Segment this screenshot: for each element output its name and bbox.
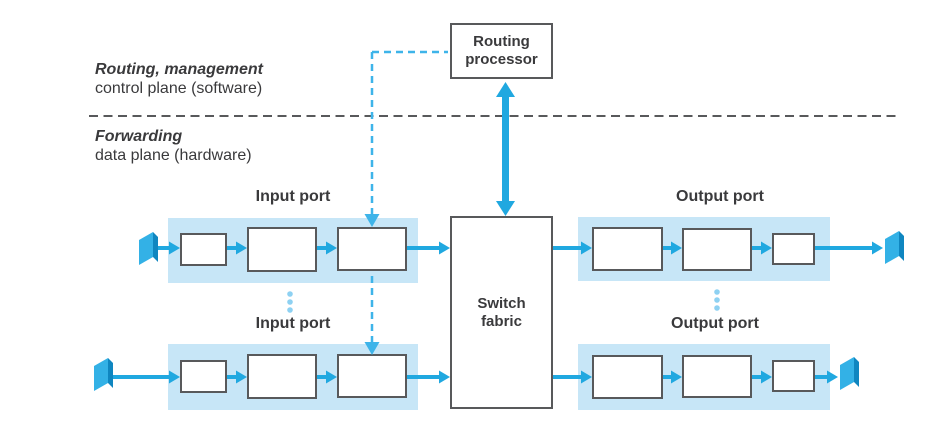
flow-arrowhead (872, 241, 883, 255)
flow-arrowhead (439, 370, 450, 384)
port-module-box (337, 354, 407, 398)
control-plane-line1: Routing, management (95, 61, 264, 78)
link-icon (94, 358, 113, 391)
routing-processor-label-line2: processor (465, 51, 538, 68)
routing-switch-arrow (496, 82, 515, 216)
link-icon (885, 231, 904, 264)
port-module-box (772, 360, 815, 392)
switch-fabric-label-line2: fabric (481, 312, 522, 330)
port-module-box (247, 227, 317, 272)
port-module-box (180, 233, 227, 266)
arrowhead-down (496, 201, 515, 216)
port-module-box (247, 354, 317, 399)
port-module-box (337, 227, 407, 271)
control-plane-label: Routing, management control plane (softw… (95, 60, 263, 98)
link-icon (139, 232, 158, 265)
port-module-box (682, 228, 752, 271)
forwarding-plane-label: Forwarding data plane (hardware) (95, 127, 252, 165)
output-port-label-top: Output port (676, 188, 764, 205)
forwarding-plane-line1: Forwarding (95, 128, 183, 145)
port-module-box (772, 233, 815, 265)
port-module-box (592, 355, 663, 399)
output-port-label-bottom: Output port (671, 315, 759, 332)
control-plane-line2: control plane (software) (95, 80, 263, 97)
routing-processor-label-line1: Routing (473, 33, 530, 50)
link-icon (840, 357, 859, 390)
input-port-label-bottom: Input port (255, 315, 331, 332)
port-module-box (180, 360, 227, 393)
port-module-box (592, 227, 663, 271)
forwarding-plane-line2: data plane (hardware) (95, 147, 252, 164)
flow-arrowhead (439, 241, 450, 255)
routing-processor-box: Routing processor (450, 23, 553, 79)
input-port-label-top: Input port (255, 188, 331, 205)
port-module-box (682, 355, 752, 398)
switch-fabric-label-line1: Switch (477, 294, 526, 312)
switch-fabric-box: Switch fabric (450, 216, 553, 409)
arrowhead-up (496, 82, 515, 97)
